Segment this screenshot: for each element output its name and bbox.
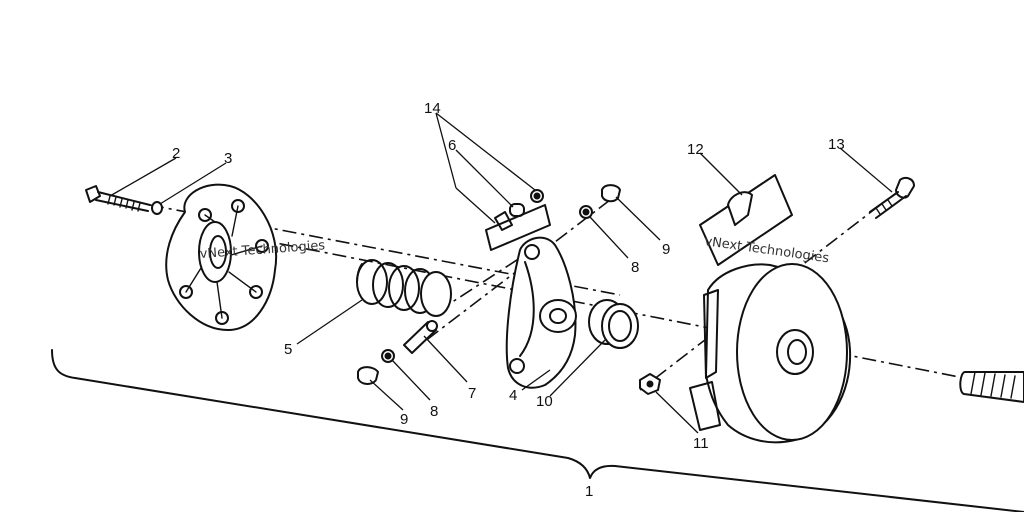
callout-8-upper: 8 [631, 259, 639, 276]
bushing-part-10 [588, 299, 639, 349]
callout-11: 11 [693, 435, 709, 452]
screw-axis-line [639, 204, 881, 391]
bolt-part-2 [85, 185, 151, 212]
callout-4: 4 [509, 387, 517, 404]
drive-shaft [959, 371, 1024, 403]
callout-7: 7 [468, 385, 476, 402]
callout-9-lower: 9 [400, 411, 408, 428]
rollers-part-6 [485, 189, 551, 251]
callout-3: 3 [224, 150, 232, 167]
callout-2: 2 [172, 145, 180, 162]
roller-part-9-upper [601, 184, 621, 203]
callout-9-upper: 9 [662, 241, 670, 258]
screw-part-13 [869, 177, 915, 219]
callout-14: 14 [424, 100, 441, 117]
callout-10: 10 [536, 393, 553, 410]
washer-part-8-upper [579, 205, 593, 219]
bracket-part-12 [699, 174, 793, 266]
callout-6: 6 [448, 137, 456, 154]
callout-8-lower: 8 [430, 403, 438, 420]
assembly-bracket-part-1 [51, 349, 1024, 512]
spring-part-5 [356, 259, 452, 317]
callout-12: 12 [687, 141, 704, 158]
washer-part-8-lower [381, 349, 395, 363]
leader-lines [109, 112, 893, 434]
callout-5: 5 [284, 341, 292, 358]
cover-plate [165, 183, 278, 331]
nut-part-11 [639, 373, 661, 395]
roller-part-9-lower [357, 366, 379, 385]
washer-part-3 [151, 201, 163, 215]
callout-13: 13 [828, 136, 845, 153]
callout-1: 1 [585, 483, 593, 500]
pin-part-7 [403, 320, 438, 354]
spider-arm-part-4 [505, 236, 577, 389]
movable-sheave [689, 263, 852, 444]
